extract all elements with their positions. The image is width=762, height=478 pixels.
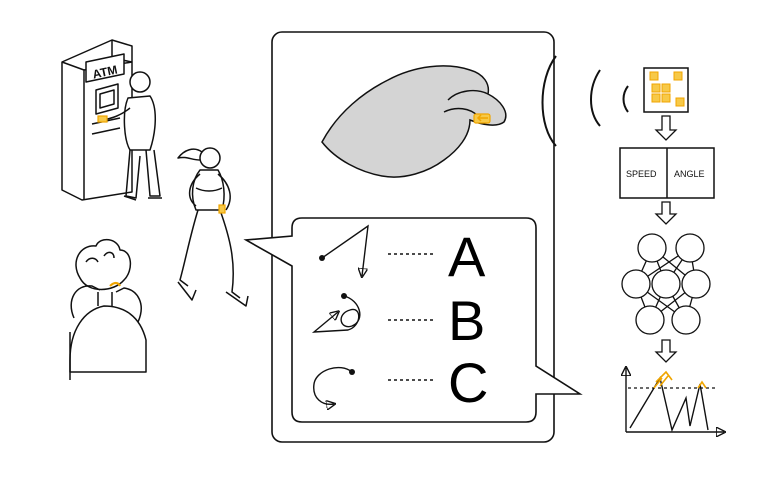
earring-highlight [109, 281, 121, 287]
gesture-row-b: B [311, 289, 485, 352]
speed-label: SPEED [626, 169, 657, 179]
gesture-c-label: C [448, 351, 488, 414]
head-scene [69, 238, 147, 380]
feature-box: SPEED ANGLE [619, 147, 715, 199]
down-arrow-icon [654, 201, 678, 225]
sensor-chip-icon [643, 67, 689, 113]
gesture-row-c: C [313, 351, 488, 414]
gesture-a-trace [321, 224, 369, 276]
gesture-row-a: A [319, 224, 486, 288]
wireless-signal-icon [541, 55, 629, 147]
gesture-c-trace [313, 366, 353, 405]
output-signal-plot [626, 368, 724, 432]
gesture-a-label: A [448, 225, 486, 288]
atm-scene: ATM [61, 39, 162, 201]
neural-network-icon [621, 233, 711, 335]
down-arrow-icon [654, 339, 678, 363]
gesture-b-trace [311, 295, 361, 333]
gesture-b-label: B [448, 289, 485, 352]
runner-scene [177, 147, 249, 307]
peak-highlight [653, 370, 673, 389]
angle-label: ANGLE [674, 169, 705, 179]
atm-card-highlight [97, 115, 108, 123]
atm-sign-label: ATM [91, 63, 118, 82]
peak-highlight [697, 380, 707, 389]
fingernail-arrow-icon [476, 114, 488, 122]
down-arrow-icon [654, 115, 678, 141]
runner-watch-highlight [218, 204, 226, 214]
